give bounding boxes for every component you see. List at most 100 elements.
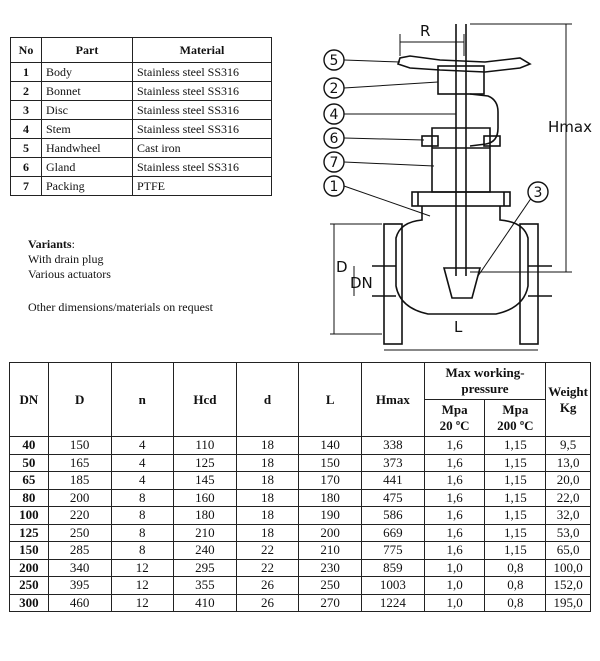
part-name-cell: Gland xyxy=(41,157,133,177)
part-material-cell: Cast iron xyxy=(132,138,272,158)
cell-mpa-20: 1,6 xyxy=(423,523,486,542)
header-weight-line1: Weight xyxy=(548,383,588,399)
cell-n: 8 xyxy=(110,506,175,525)
cell-d: 150 xyxy=(47,436,112,455)
variants-title: Variants xyxy=(28,237,72,251)
cell-hcd: 110 xyxy=(173,436,237,455)
cell-hmax: 338 xyxy=(360,436,425,455)
part-material-cell: Stainless steel SS316 xyxy=(132,119,272,139)
parts-header-row: No Part Material xyxy=(10,37,272,63)
header-max-pressure: Max working- pressure xyxy=(423,362,547,400)
cell-hcd: 145 xyxy=(173,471,237,490)
part-name-cell: Packing xyxy=(41,176,133,196)
cell-mpa-200: 0,8 xyxy=(484,558,547,577)
cell-d: 340 xyxy=(47,558,112,577)
cell-mpa-200: 1,15 xyxy=(484,488,547,507)
header-pressure-line1: Max working- xyxy=(445,365,525,380)
callout-1: 1 xyxy=(330,179,339,195)
cell-mpa-200: 1,15 xyxy=(484,506,547,525)
cell-d-small: 18 xyxy=(235,506,300,525)
cell-d-small: 18 xyxy=(235,471,300,490)
cell-dn: 250 xyxy=(9,576,49,595)
part-no-cell: 5 xyxy=(10,138,42,158)
cell-d: 220 xyxy=(47,506,112,525)
cell-hmax: 1003 xyxy=(360,576,425,595)
cell-d: 200 xyxy=(47,488,112,507)
cell-l: 190 xyxy=(298,506,362,525)
dimensions-table: DN D n Hcd d L Hmax Max working- pressur… xyxy=(9,362,591,612)
cell-hcd: 160 xyxy=(173,488,237,507)
cell-mpa-20: 1,0 xyxy=(423,576,486,595)
cell-mpa-200: 1,15 xyxy=(484,541,547,560)
other-note: Other dimensions/materials on request xyxy=(28,300,213,314)
callout-marker xyxy=(323,127,345,149)
cell-l: 230 xyxy=(298,558,362,577)
cell-l: 170 xyxy=(298,471,362,490)
cell-weight: 22,0 xyxy=(545,488,591,507)
cell-mpa-200: 0,8 xyxy=(484,593,547,612)
callout-marker xyxy=(323,175,345,197)
part-material-cell: Stainless steel SS316 xyxy=(132,81,272,101)
header-material: Material xyxy=(132,37,272,63)
variant-item: With drain plug xyxy=(28,252,104,266)
cell-d-small: 26 xyxy=(235,576,300,595)
cell-l: 200 xyxy=(298,523,362,542)
header-mpa200-line2: 200 ºC xyxy=(497,418,534,433)
header-hmax: Hmax xyxy=(360,362,425,437)
cell-mpa-20: 1,0 xyxy=(423,593,486,612)
cell-n: 8 xyxy=(110,541,175,560)
cell-dn: 300 xyxy=(9,593,49,612)
cell-dn: 200 xyxy=(9,558,49,577)
cell-n: 8 xyxy=(110,523,175,542)
cell-mpa-200: 1,15 xyxy=(484,436,547,455)
part-material-cell: Stainless steel SS316 xyxy=(132,157,272,177)
header-d-small: d xyxy=(235,362,300,437)
header-dn: DN xyxy=(9,362,49,437)
cell-mpa-200: 1,15 xyxy=(484,523,547,542)
cell-hcd: 240 xyxy=(173,541,237,560)
cell-l: 150 xyxy=(298,453,362,472)
part-no-cell: 3 xyxy=(10,100,42,120)
header-hcd: Hcd xyxy=(173,362,237,437)
header-mpa-200: Mpa 200 ºC xyxy=(484,399,547,437)
cell-dn: 150 xyxy=(9,541,49,560)
cell-mpa-20: 1,6 xyxy=(423,488,486,507)
part-material-cell: PTFE xyxy=(132,176,272,196)
cell-d: 460 xyxy=(47,593,112,612)
cell-d-small: 18 xyxy=(235,523,300,542)
cell-weight: 9,5 xyxy=(545,436,591,455)
cell-hcd: 295 xyxy=(173,558,237,577)
cell-hmax: 586 xyxy=(360,506,425,525)
callout-6: 6 xyxy=(330,131,339,147)
cell-hcd: 210 xyxy=(173,523,237,542)
cell-dn: 100 xyxy=(9,506,49,525)
cell-weight: 32,0 xyxy=(545,506,591,525)
dims-subheader-row: Mpa 20 ºC Mpa 200 ºC xyxy=(10,399,591,437)
part-no-cell: 4 xyxy=(10,119,42,139)
cell-d: 185 xyxy=(47,471,112,490)
part-name-cell: Bonnet xyxy=(41,81,133,101)
valve-drawing: 5 2 4 6 7 1 3 R Hmax D DN L xyxy=(323,22,592,351)
callout-marker xyxy=(323,103,345,125)
cell-hmax: 669 xyxy=(360,523,425,542)
cell-l: 210 xyxy=(298,541,362,560)
cell-l: 270 xyxy=(298,593,362,612)
cell-l: 250 xyxy=(298,576,362,595)
part-no-cell: 6 xyxy=(10,157,42,177)
cell-n: 4 xyxy=(110,436,175,455)
cell-hcd: 355 xyxy=(173,576,237,595)
header-mpa-20: Mpa 20 ºC xyxy=(423,399,486,437)
cell-weight: 53,0 xyxy=(545,523,591,542)
